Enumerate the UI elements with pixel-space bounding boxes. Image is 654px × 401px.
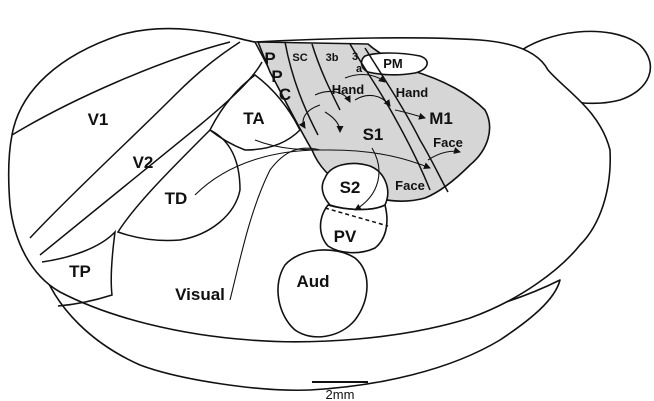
label-s1: S1: [363, 125, 384, 144]
face-arrow: [427, 147, 461, 161]
label-s2: S2: [340, 178, 361, 197]
pv-region: [319, 204, 388, 254]
ppc-sc-border: [284, 41, 319, 136]
s1-to-pv-arrow: [354, 147, 380, 211]
s1-to-face-m1-arrow: [329, 149, 431, 170]
label-ta: TA: [243, 109, 264, 128]
hand-arrow-2: [314, 90, 351, 103]
label-3b: 3b: [326, 52, 339, 64]
label-face-m1: Face: [433, 135, 463, 150]
sc-3b-border: [311, 43, 341, 111]
td-connection: [194, 149, 321, 196]
hand-arrow-3: [354, 94, 391, 107]
label-face-s1: Face: [395, 178, 425, 193]
3a-m1-border: [364, 47, 449, 193]
label-pv: PV: [334, 227, 357, 246]
label-aud: Aud: [296, 272, 329, 291]
v1-upper-border: [11, 41, 231, 136]
label-3a-letter: a: [356, 63, 363, 75]
3b-3a-border: [349, 43, 431, 191]
tp-border: [41, 229, 117, 307]
label-m1: M1: [429, 109, 453, 128]
label-ppc-p1: P: [264, 49, 275, 68]
td-border: [116, 129, 241, 242]
s2-pv-border: [324, 207, 389, 227]
hand-arrow-5: [324, 111, 344, 133]
scale-bar-label: 2mm: [326, 387, 355, 401]
aud-region: [277, 249, 368, 338]
hand-arrow-4: [344, 73, 386, 83]
hand-arrow-1: [298, 104, 321, 129]
label-3a-digit: 3: [352, 51, 358, 63]
ta-connection: [254, 139, 331, 151]
label-ppc-p2: P: [271, 67, 282, 86]
label-v1: V1: [88, 110, 109, 129]
label-tp: TP: [69, 262, 91, 281]
hand-to-m1-arrow: [394, 109, 426, 120]
label-ppc-c: C: [279, 85, 291, 104]
label-sc: SC: [292, 52, 307, 64]
label-v2: V2: [133, 153, 154, 172]
label-hand-s1: Hand: [332, 82, 365, 97]
label-hand-m1: Hand: [396, 85, 429, 100]
label-visual: Visual: [175, 285, 225, 304]
v1-v2-border: [29, 41, 241, 239]
label-td: TD: [165, 189, 188, 208]
label-pm: PM: [383, 56, 403, 71]
